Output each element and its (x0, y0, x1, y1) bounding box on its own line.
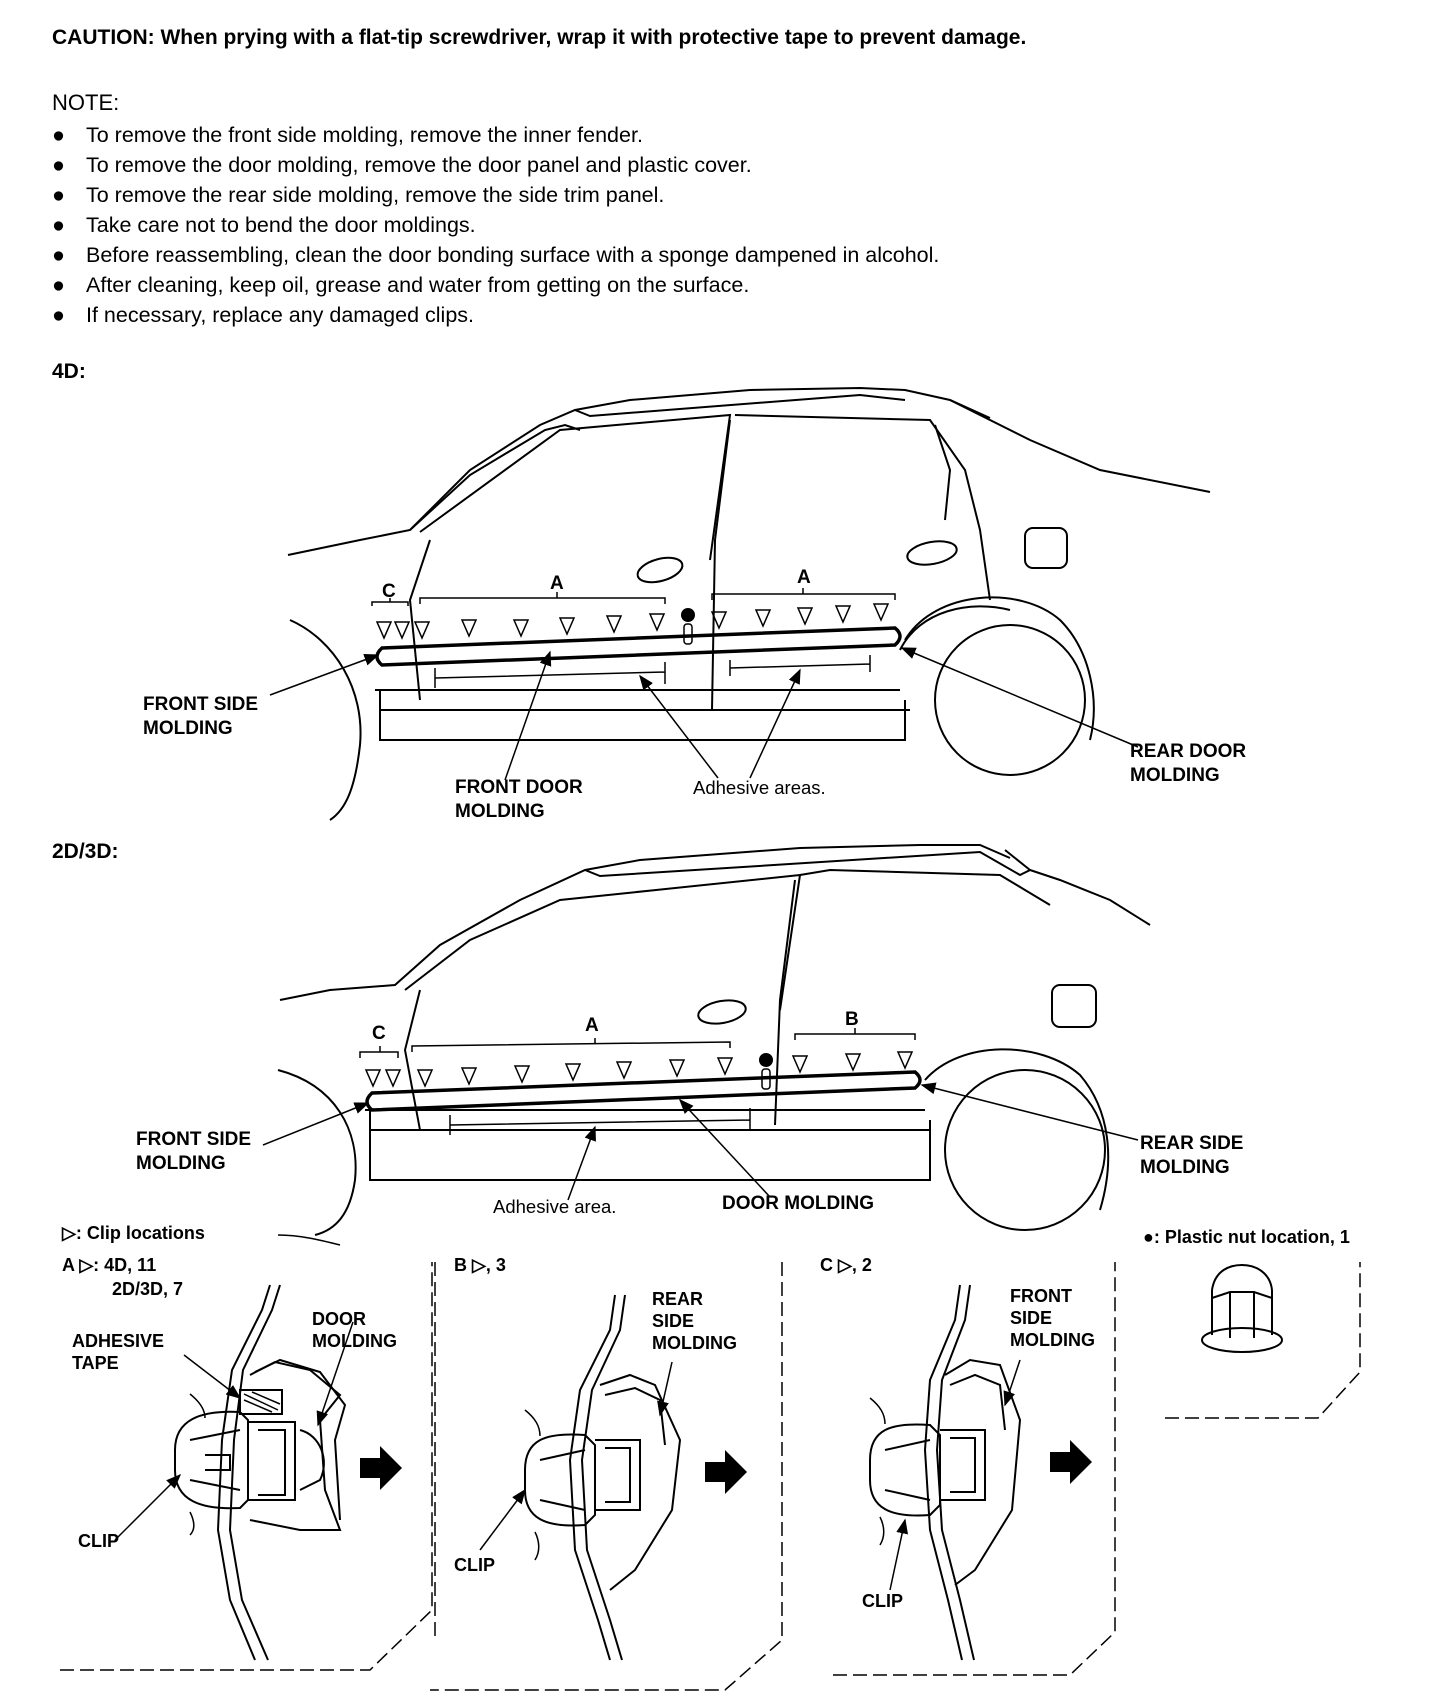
detail-b-drawing (524, 1294, 747, 1661)
plastic-nut-icon (681, 608, 695, 622)
molding-bar-4d (375, 626, 902, 667)
bracket-c-2d (359, 1046, 399, 1058)
plastic-nut-detail (1201, 1263, 1283, 1353)
car-2d-outline (277, 844, 1151, 1236)
bracket-b-2d (794, 1028, 916, 1040)
label-rear-side-molding: REAR SIDE MOLDING (1140, 1133, 1244, 1178)
label-front-side-molding: FRONT SIDE MOLDING (143, 694, 259, 739)
bracket-a2-4d (711, 588, 896, 600)
heading-2d-3d: 2D/3D: (52, 840, 119, 863)
label-a: A (550, 573, 564, 594)
detail-a-title: A ▷: 4D, 11 (62, 1255, 157, 1275)
caution-text: CAUTION: When prying with a flat-tip scr… (52, 26, 1027, 49)
detail-c-title: C ▷, 2 (820, 1255, 872, 1275)
adhesive-area-4d-front (434, 662, 666, 688)
note-title: NOTE: (52, 90, 120, 115)
arrow-right-icon (360, 1446, 402, 1490)
detail-panel-borders (60, 1234, 1361, 1691)
label-clip: CLIP (454, 1555, 496, 1575)
label-c: C (372, 1023, 386, 1044)
bullet-icon: ● (52, 153, 65, 177)
car-4d-outline (287, 386, 1211, 821)
notes-list: ●To remove the front side molding, remov… (52, 120, 939, 330)
heading-4d: 4D: (52, 360, 86, 383)
label-adhesive-areas: Adhesive areas. (693, 777, 826, 798)
bullet-icon: ● (52, 243, 65, 267)
label-front-side-molding: FRONT SIDE MOLDING (136, 1129, 252, 1174)
clip-markers-4d (375, 603, 890, 640)
detail-a-drawing (174, 1284, 402, 1661)
bullet-icon: ● (52, 123, 65, 147)
legend-clip-locations: ▷: Clip locations (62, 1223, 205, 1243)
bullet-icon: ● (52, 303, 65, 327)
list-item: ●If necessary, replace any damaged clips… (52, 300, 939, 330)
list-item: ●To remove the door molding, remove the … (52, 150, 939, 180)
list-item: ●To remove the front side molding, remov… (52, 120, 939, 150)
detail-c-drawing (869, 1284, 1092, 1661)
bullet-icon: ● (52, 273, 65, 297)
label-clip: CLIP (862, 1591, 904, 1611)
label-b: B (845, 1009, 859, 1030)
detail-b-title: B ▷, 3 (454, 1255, 506, 1275)
label-adhesive-tape: ADHESIVE TAPE (72, 1331, 165, 1373)
bullet-icon: ● (52, 183, 65, 207)
adhesive-area-4d-rear (729, 655, 871, 676)
arrow-right-icon (1050, 1440, 1092, 1484)
list-item: ●Take care not to bend the door moldings… (52, 210, 939, 240)
bracket-c-4d (371, 598, 409, 606)
clip-markers-2d (364, 1051, 914, 1088)
arrow-right-icon (705, 1450, 747, 1494)
label-front-door-molding: FRONT DOOR MOLDING (455, 777, 583, 822)
bracket-a-2d (411, 1038, 731, 1052)
list-item: ●After cleaning, keep oil, grease and wa… (52, 270, 939, 300)
label-front-side-molding: FRONT SIDE MOLDING (1010, 1286, 1095, 1350)
legend-plastic-nut: ●: Plastic nut location, 1 (1143, 1227, 1350, 1247)
label-rear-door-molding: REAR DOOR MOLDING (1130, 741, 1247, 786)
label-a: A (585, 1015, 599, 1036)
list-item: ●Before reassembling, clean the door bon… (52, 240, 939, 270)
label-door-molding: DOOR MOLDING (312, 1309, 397, 1351)
label-c: C (382, 581, 396, 602)
detail-a-subtitle: 2D/3D, 7 (112, 1279, 184, 1299)
bracket-a1-4d (419, 592, 666, 604)
molding-bar-2d (365, 1070, 922, 1112)
label-rear-side-molding: REAR SIDE MOLDING (652, 1289, 737, 1353)
label-door-molding: DOOR MOLDING (722, 1193, 874, 1214)
label-clip: CLIP (78, 1531, 120, 1551)
bullet-icon: ● (52, 213, 65, 237)
nut-stud-icon (683, 623, 693, 645)
label-adhesive-area: Adhesive area. (493, 1196, 617, 1217)
list-item: ●To remove the rear side molding, remove… (52, 180, 939, 210)
label-a: A (797, 567, 811, 588)
